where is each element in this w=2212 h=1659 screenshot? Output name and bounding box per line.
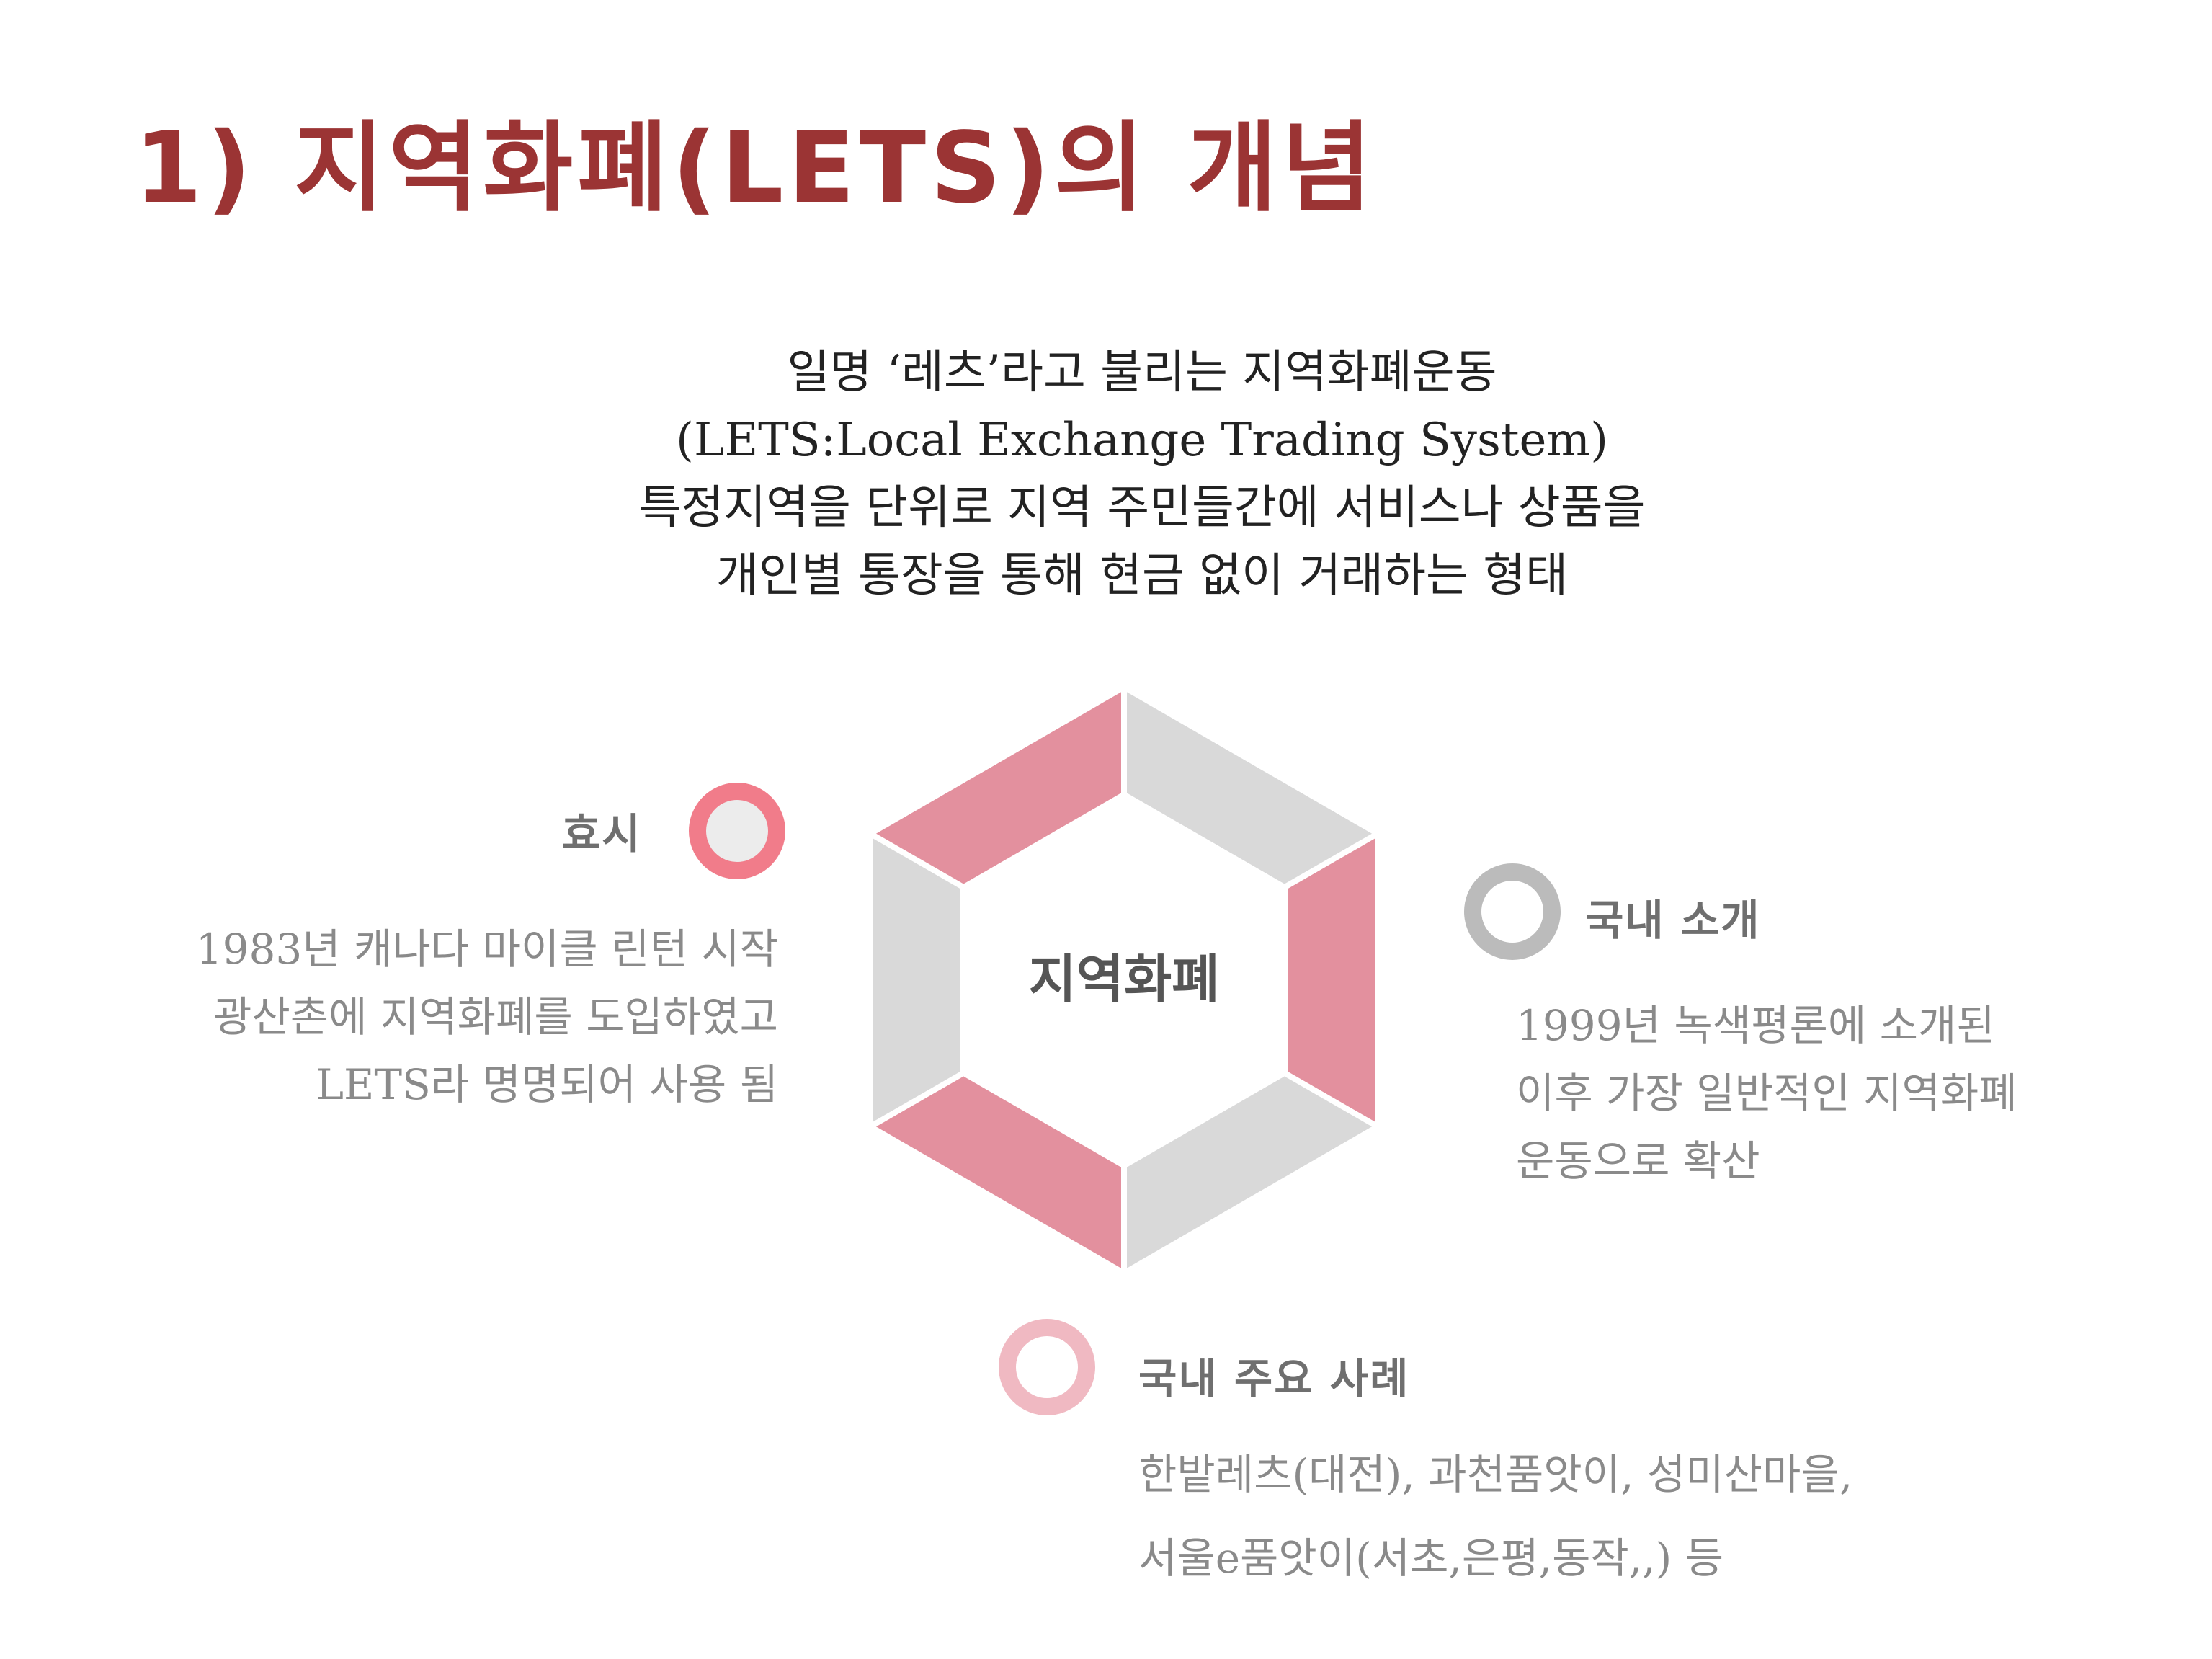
hexagon-separators (867, 685, 1381, 1276)
origin-line: LETS라 명명되어 사용 됨 (316, 1060, 778, 1109)
hexagon-segment-left (873, 835, 960, 1125)
domestic-intro-line: 운동으로 확산 (1516, 1137, 1760, 1186)
origin-heading: 효시 (562, 809, 642, 858)
intro-line: 개인별 통장을 통해 현금 없이 거래하는 형태 (716, 549, 1568, 602)
intro-line: (LETS:Local Exchange Trading System) (675, 414, 1609, 467)
origin-line: 광산촌에 지역화폐를 도입하였고 (213, 992, 778, 1041)
intro-line: 일명 ‘레츠’라고 불리는 지역화폐운동 (787, 346, 1497, 399)
domestic-intro-line: 1999년 녹색평론에 소개된 (1516, 1001, 1995, 1050)
hexagon-segment-top-right (1124, 690, 1375, 886)
hexagon-segment-top-left (873, 690, 1124, 886)
domestic-cases-description: 한밭레츠(대전), 과천품앗이, 성미산마을, 서울e품앗이(서초,은평,동작,… (1138, 1433, 2003, 1600)
domestic-intro-line: 이후 가장 일반적인 지역화폐 (1516, 1069, 2017, 1118)
origin-ring-marker (689, 783, 785, 879)
domestic-cases-heading: 국내 주요 사례 (1138, 1354, 1410, 1403)
domestic-cases-line: 서울e품앗이(서초,은평,동작,,) 등 (1138, 1534, 1724, 1583)
intro-line: 특정지역을 단위로 지역 주민들간에 서비스나 상품을 (638, 481, 1646, 535)
domestic-intro-description: 1999년 녹색평론에 소개된 이후 가장 일반적인 지역화폐 운동으로 확산 (1516, 992, 2164, 1195)
page-title: 1) 지역화폐(LETS)의 개념 (134, 112, 1376, 226)
hexagon-segment-bottom-right (1124, 1075, 1375, 1270)
domestic-cases-ring-marker (999, 1319, 1095, 1415)
domestic-intro-heading: 국내 소개 (1585, 896, 1761, 945)
hexagon-segment-bottom-left (873, 1075, 1124, 1270)
hexagon-segment-right (1288, 835, 1375, 1125)
intro-description: 일명 ‘레츠’라고 불리는 지역화폐운동 (LETS:Local Exchang… (432, 339, 1852, 610)
domestic-intro-ring-marker (1464, 863, 1561, 960)
domestic-cases-line: 한밭레츠(대전), 과천품앗이, 성미산마을, (1138, 1450, 1853, 1499)
origin-line: 1983년 캐나다 마이클 린턴 시작 (195, 925, 778, 974)
origin-description: 1983년 캐나다 마이클 린턴 시작 광산촌에 지역화폐를 도입하였고 LET… (86, 915, 778, 1118)
hexagon-center-label: 지역화폐 (1028, 948, 1220, 1010)
